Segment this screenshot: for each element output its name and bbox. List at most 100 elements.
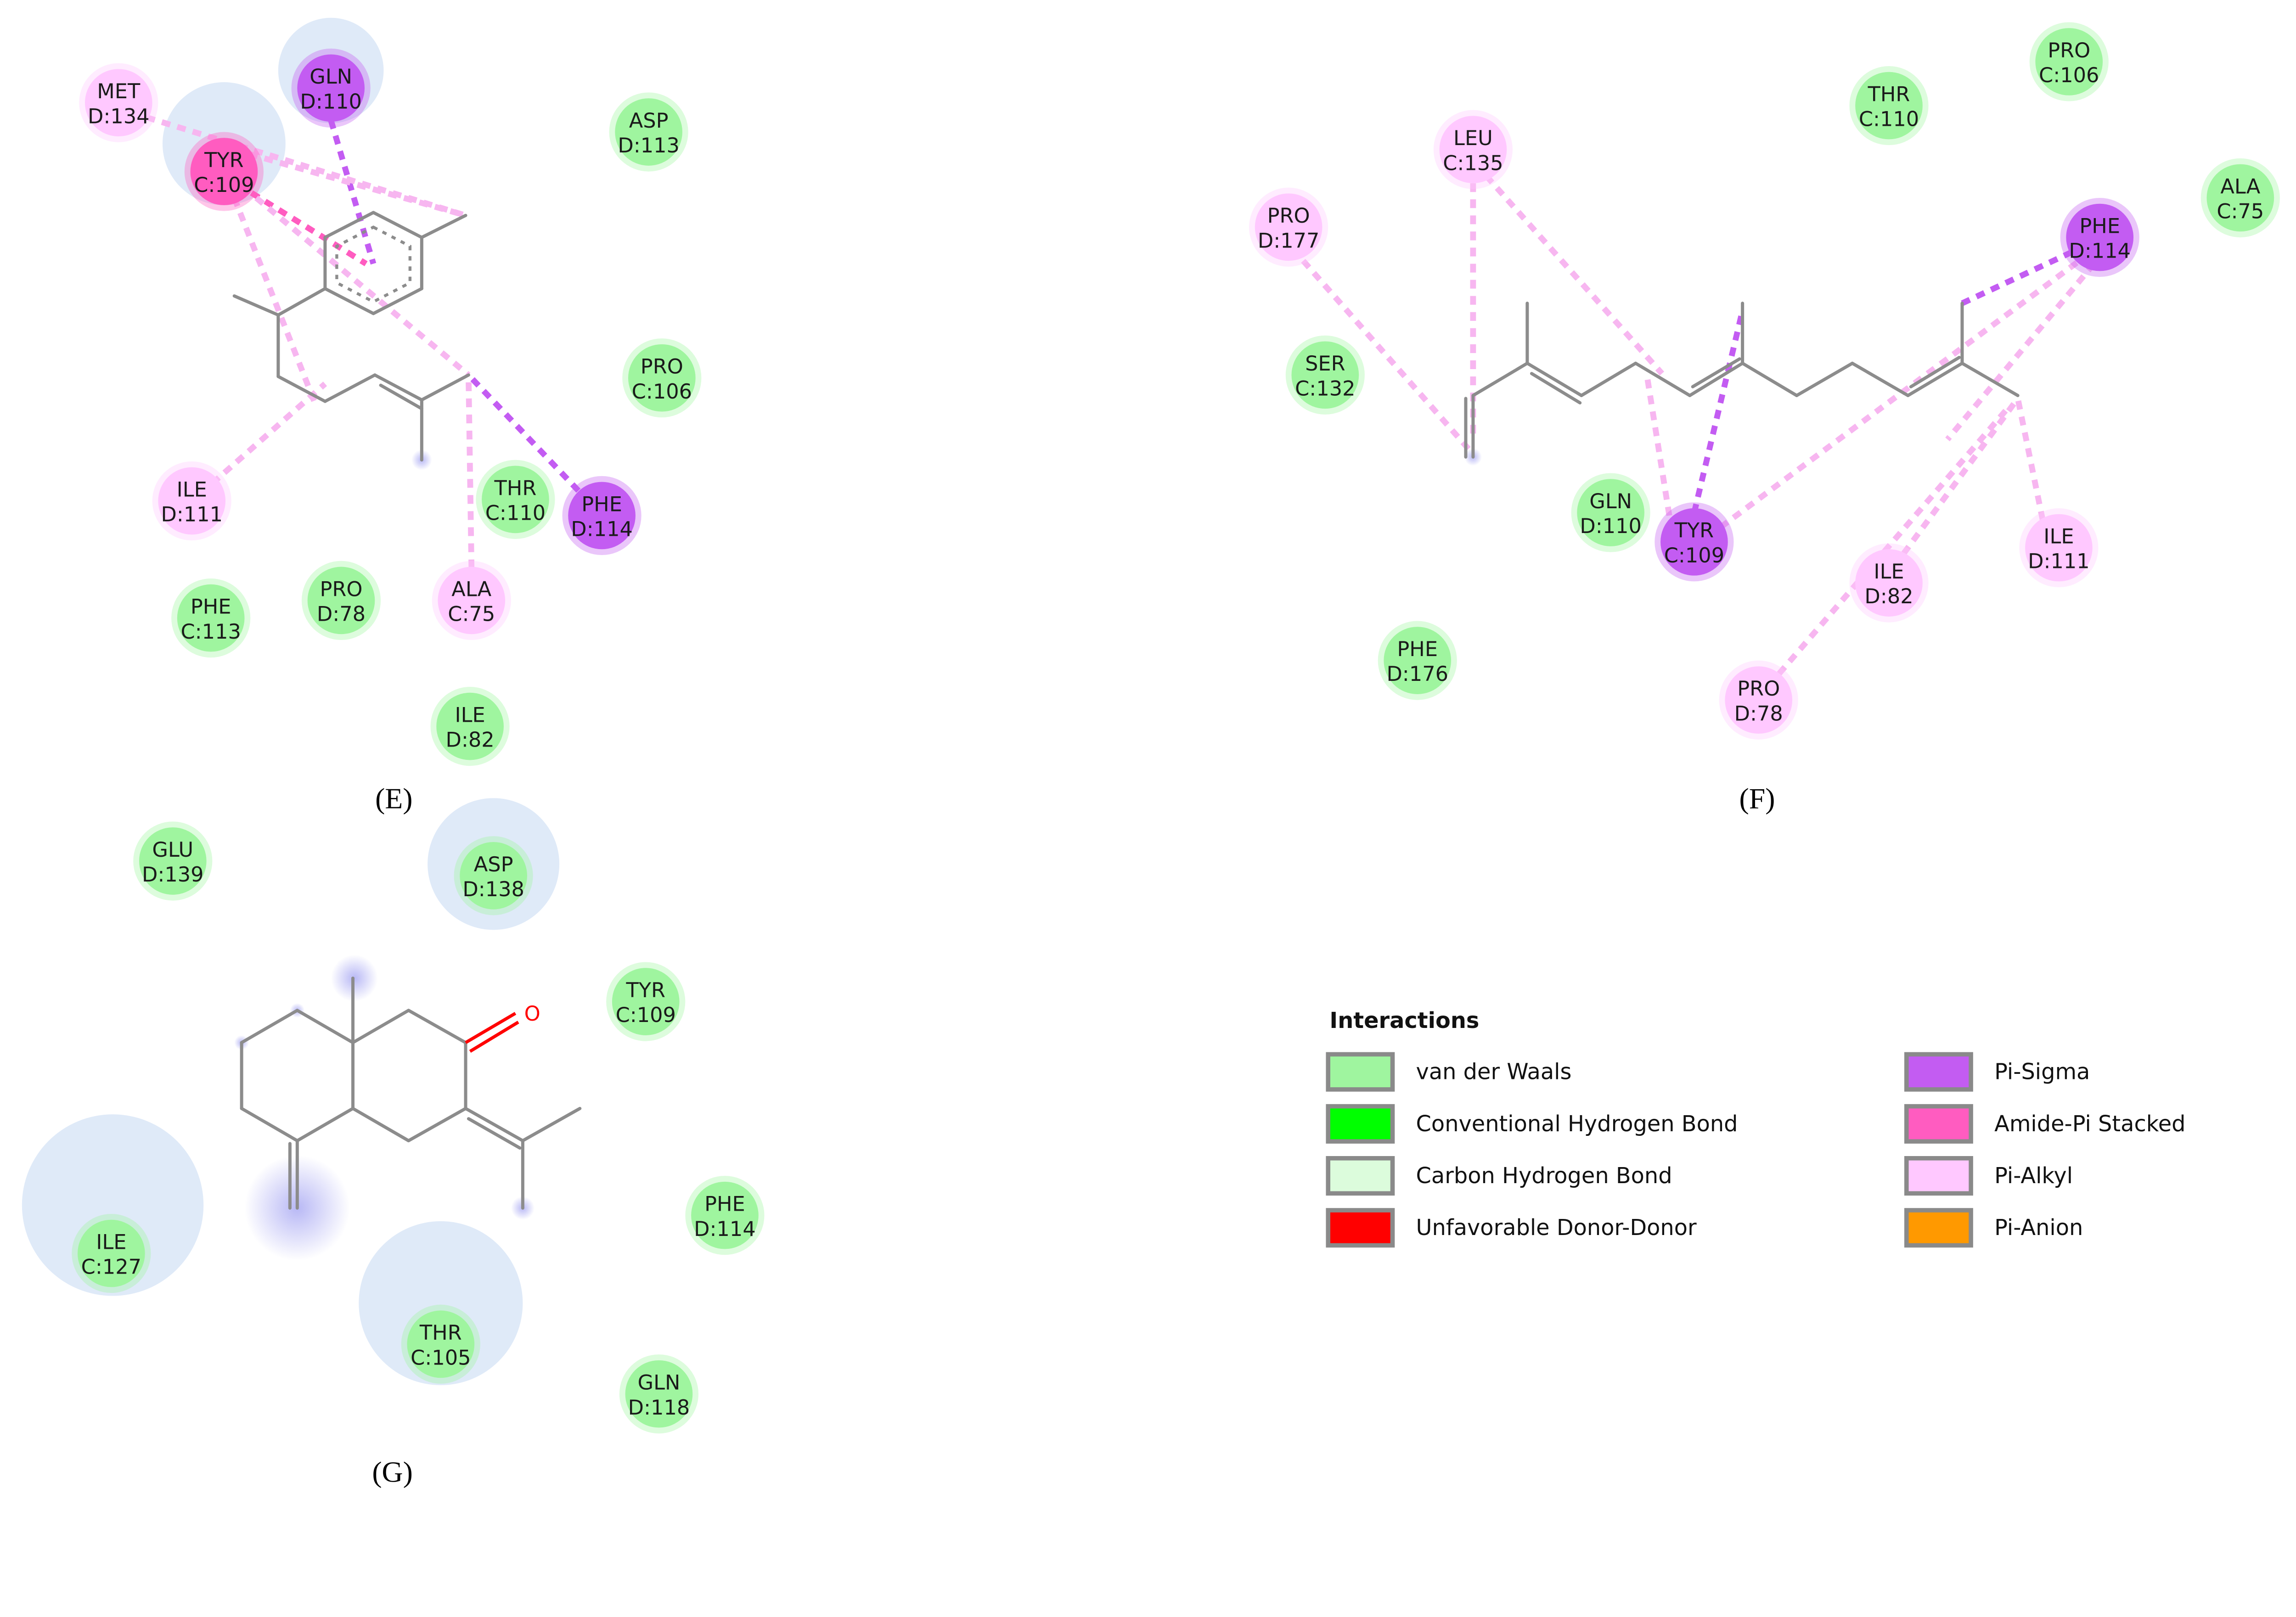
interaction-diagram-figure: METD:134TYRC:109GLND:110ASPD:113PROC:106… <box>22 17 2280 1488</box>
panel-label-e: (E) <box>375 782 412 815</box>
legend-label: Pi-Alkyl <box>1994 1163 2073 1189</box>
ligand-bond <box>1530 372 1582 404</box>
residue-id: D:138 <box>462 877 524 901</box>
ligand-bond <box>407 1106 467 1143</box>
legend-swatch <box>1326 1156 1395 1196</box>
residue-node <box>177 584 245 652</box>
ligand-bond <box>373 373 423 402</box>
residue-name: TYR <box>625 978 665 1002</box>
residue-name: PHE <box>2079 214 2120 238</box>
ligand-bond <box>1741 361 1799 397</box>
residue-name: THR <box>494 476 537 500</box>
residue-id: D:139 <box>142 863 204 887</box>
residue-node <box>460 842 527 910</box>
residue-id: D:176 <box>1386 662 1448 686</box>
ligand-bond <box>351 1009 411 1044</box>
residue-name: MET <box>97 79 141 103</box>
interaction-line <box>1901 397 2020 556</box>
residue-name: GLU <box>152 838 193 862</box>
ligand-bond <box>1795 361 1854 397</box>
legend-item: Pi-Alkyl <box>1904 1156 2073 1196</box>
interaction-line <box>222 173 368 266</box>
interaction-line <box>231 197 318 404</box>
residue-node <box>438 567 506 634</box>
residue-node <box>436 692 504 760</box>
interaction-line <box>328 119 377 265</box>
interaction-line <box>254 196 471 377</box>
residue-name: ILE <box>2043 525 2074 549</box>
ligand-bond <box>323 287 375 315</box>
residue-name: PHE <box>581 492 622 516</box>
residue-name: GLN <box>638 1371 681 1395</box>
residue-id: D:78 <box>317 602 366 626</box>
legend-swatch <box>1326 1208 1395 1248</box>
legend-item: Amide-Pi Stacked <box>1904 1104 2186 1144</box>
ligand-bond <box>295 1106 355 1143</box>
interaction-line <box>466 378 475 568</box>
residue-id: C:132 <box>1295 376 1355 400</box>
ligand-bond <box>464 1106 524 1143</box>
interaction-line <box>2015 398 2046 521</box>
residue-name: TYR <box>204 148 244 172</box>
residue-name: GLN <box>1589 489 1632 513</box>
residue-id: C:106 <box>2039 63 2099 87</box>
residue-node <box>84 69 152 137</box>
ligand-bonds <box>232 211 2020 1210</box>
ligand-bond <box>521 1106 582 1143</box>
residue-id: C:110 <box>1859 107 1919 131</box>
interaction-line <box>1961 249 2073 306</box>
ligand-bond <box>1906 361 1964 397</box>
ligand-bond <box>420 213 467 239</box>
residue-node <box>78 1219 145 1287</box>
residue-name: PHE <box>1397 637 1438 661</box>
aromatic-ring <box>335 225 412 303</box>
residue-name: PRO <box>1737 677 1780 701</box>
residue-id: D:110 <box>1580 514 1642 538</box>
residue-name: ALA <box>451 577 491 601</box>
ligand-bond <box>1471 361 1529 397</box>
residue-name: THR <box>1868 83 1910 107</box>
ligand-bond <box>420 373 470 402</box>
interaction-line <box>210 382 327 486</box>
residue-node <box>691 1181 759 1249</box>
interaction-line <box>1945 262 2096 442</box>
residue-id: C:110 <box>485 501 546 525</box>
residue-id: D:118 <box>628 1396 690 1420</box>
legend-swatch <box>1904 1052 1973 1092</box>
residue-id: D:110 <box>300 90 362 113</box>
residue-node <box>628 344 696 412</box>
interaction-line <box>1301 258 1475 456</box>
